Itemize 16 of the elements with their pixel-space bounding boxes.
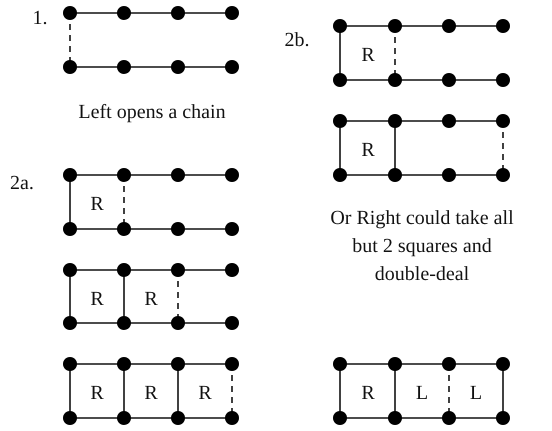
square-owner-mark: R <box>90 192 104 217</box>
caption-text: Or Right could take all but 2 squares and double-deal <box>329 206 515 287</box>
square-owner-mark: R <box>144 287 158 312</box>
caption-text: Left opens a chain <box>78 100 226 125</box>
square-owner-mark: R <box>198 381 212 406</box>
square-owner-mark: R <box>361 138 375 163</box>
step-number: 2b. <box>284 28 310 53</box>
step-number: 1. <box>32 6 48 31</box>
square-owner-mark: R <box>144 381 158 406</box>
square-owner-mark: L <box>416 381 428 406</box>
square-owner-mark: L <box>470 381 482 406</box>
square-owner-mark: R <box>90 381 104 406</box>
square-owner-mark: R <box>361 43 375 68</box>
square-owner-mark: R <box>361 381 375 406</box>
step-number: 2a. <box>10 171 34 196</box>
square-owner-mark: R <box>90 287 104 312</box>
